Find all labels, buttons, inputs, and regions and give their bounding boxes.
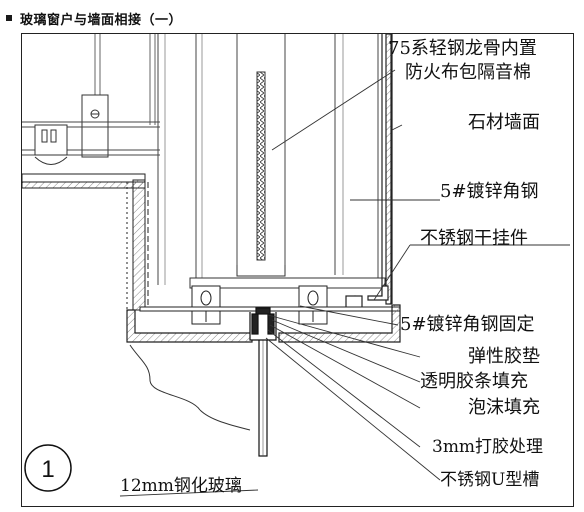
sound-insulation-core: [256, 71, 266, 261]
page-title: 玻璃窗户与墙面相接（一）: [20, 12, 183, 28]
label-keel-line1: 75系轻钢龙骨内置: [388, 38, 537, 59]
ceiling-clip: [34, 124, 68, 165]
label-keel-line2: 防火布包隔音棉: [405, 62, 531, 83]
keel-bottom-channel: [189, 265, 386, 289]
label-stone-wall: 石材墙面: [468, 112, 540, 133]
label-angle-fix: 5#镀锌角钢固定: [400, 314, 535, 335]
detail-number-circle: 1: [24, 444, 72, 492]
label-glass: 12mm钢化玻璃: [120, 476, 242, 496]
label-pendant: 不锈钢干挂件: [420, 228, 528, 249]
label-strip-fill: 透明胶条填充: [420, 371, 528, 392]
u-channel: [249, 307, 277, 341]
label-sealant: 3mm打胶处理: [432, 437, 543, 457]
break-lines: [129, 344, 251, 431]
title-bullet-icon: [6, 15, 12, 21]
ceiling-board: [21, 173, 146, 189]
pendant-hook: [345, 285, 389, 311]
leader-lines: [119, 69, 570, 497]
svg-text:1: 1: [41, 456, 54, 483]
angle-fixings: [191, 285, 328, 325]
label-gasket: 弹性胶垫: [468, 346, 540, 367]
ceiling-hangers: [94, 34, 156, 125]
label-u-channel: 不锈钢U型槽: [440, 470, 539, 490]
side-box: [126, 179, 149, 311]
label-angle-steel: 5#镀锌角钢: [440, 181, 539, 202]
title-row: 玻璃窗户与墙面相接（一）: [6, 9, 183, 28]
drawing-frame: [21, 33, 574, 507]
ceiling-bracket: [81, 94, 109, 158]
wall-keel: [157, 34, 379, 285]
label-foam-fill: 泡沫填充: [468, 397, 540, 418]
stone-wall: [381, 33, 393, 305]
